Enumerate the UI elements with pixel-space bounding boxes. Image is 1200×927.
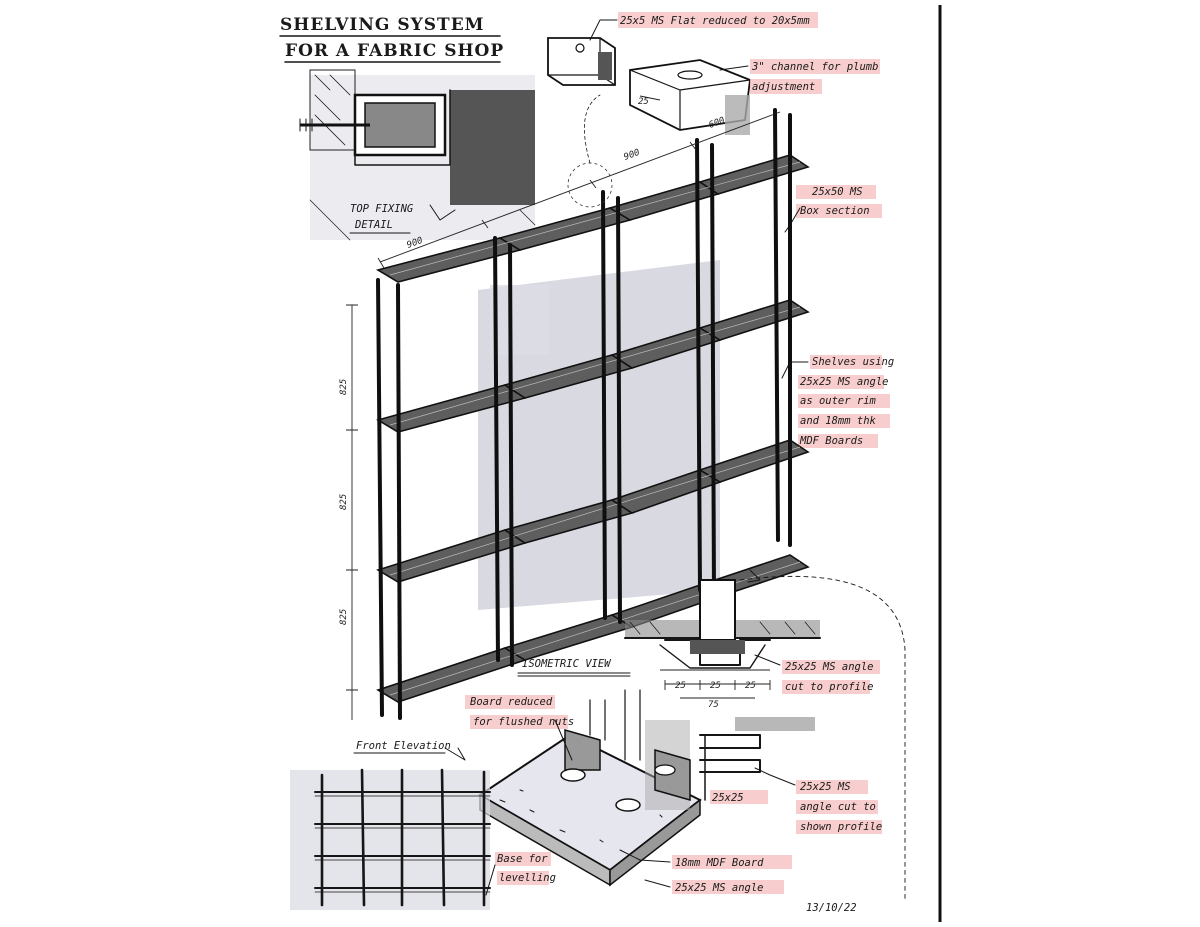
dim-25-a: 25	[675, 681, 686, 691]
note-base-2: levelling	[499, 872, 556, 884]
note-shelves-1: Shelves using	[812, 356, 894, 368]
isometric-view-label: ISOMETRIC VIEW	[522, 658, 612, 670]
annotation-channel: 3" channel for plumb adjustment	[719, 59, 880, 94]
top-fixing-label-1: TOP FIXING	[350, 203, 414, 215]
note-shelves-4: and 18mm thk	[800, 415, 877, 427]
dim-25-c: 25	[745, 681, 756, 691]
dim-825-c: 825	[339, 609, 349, 625]
note-box-2: Box section	[800, 205, 870, 217]
note-angle-profile-1: 25x25 MS angle	[785, 661, 874, 673]
dim-25-top: 25	[638, 97, 649, 107]
annotation-flat: 25x5 MS Flat reduced to 20x5mm	[589, 12, 818, 41]
title-block: SHELVING SYSTEM FOR A FABRIC SHOP	[279, 15, 504, 63]
note-flat: 25x5 MS Flat reduced to 20x5mm	[620, 15, 810, 27]
vertical-dimensions: 825 825 825	[339, 304, 358, 720]
isometric-shelving: 900 900 600 825 825 825 ISOMETRIC VIEW	[339, 94, 906, 901]
note-box-1: 25x50 MS	[812, 186, 863, 198]
channel-detail: 25	[629, 59, 751, 135]
dim-900-b: 900	[623, 148, 642, 163]
note-shelves-5: MDF Boards	[799, 435, 863, 447]
note-angle-profile-2: cut to profile	[785, 681, 874, 693]
note-angle-shown-3: shown profile	[800, 821, 882, 833]
note-angle-shown-2: angle cut to	[800, 801, 876, 813]
title-line-1: SHELVING SYSTEM	[280, 15, 484, 35]
sketch-date: 13/10/22	[806, 902, 857, 914]
note-angle-shown-1: 25x25 MS	[800, 781, 851, 793]
front-elevation-label: Front Elevation	[356, 740, 451, 752]
dim-25x25: 25x25	[712, 792, 744, 804]
top-dimensions: 900 900 600	[377, 94, 781, 269]
flat-bracket-detail	[547, 37, 616, 86]
base-detail: Board reduced for flushed nuts 25x25 25x…	[465, 689, 882, 894]
note-shelves-2: 25x25 MS angle	[800, 376, 889, 388]
dim-825-b: 825	[339, 494, 349, 510]
dim-75: 75	[708, 700, 719, 710]
upright-posts	[376, 108, 792, 720]
note-channel-1: 3" channel for plumb	[751, 61, 878, 73]
title-line-2: FOR A FABRIC SHOP	[285, 41, 504, 61]
note-base-1: Base for	[497, 853, 548, 865]
top-fixing-detail: TOP FIXING DETAIL	[299, 69, 536, 241]
shelf-boards	[375, 154, 810, 703]
dim-25-b: 25	[710, 681, 721, 691]
dim-825-a: 825	[339, 379, 349, 395]
note-board-reduced-2: for flushed nuts	[473, 716, 574, 728]
note-channel-2: adjustment	[752, 81, 815, 93]
annotation-box-section: 25x50 MS Box section	[784, 185, 882, 233]
front-elevation: Front Elevation Base for levelling	[290, 740, 556, 910]
note-board-reduced-1: Board reduced	[470, 696, 553, 708]
note-shelves-3: as outer rim	[800, 395, 877, 407]
note-mdf-board: 18mm MDF Board	[675, 857, 764, 869]
top-fixing-label-2: DETAIL	[354, 219, 393, 231]
annotation-shelves: Shelves using 25x25 MS angle as outer ri…	[781, 355, 894, 448]
note-angle-bottom: 25x25 MS angle	[675, 882, 764, 894]
section-detail: 25 25 25 75 25x25 MS angle cut to profil…	[624, 579, 880, 801]
